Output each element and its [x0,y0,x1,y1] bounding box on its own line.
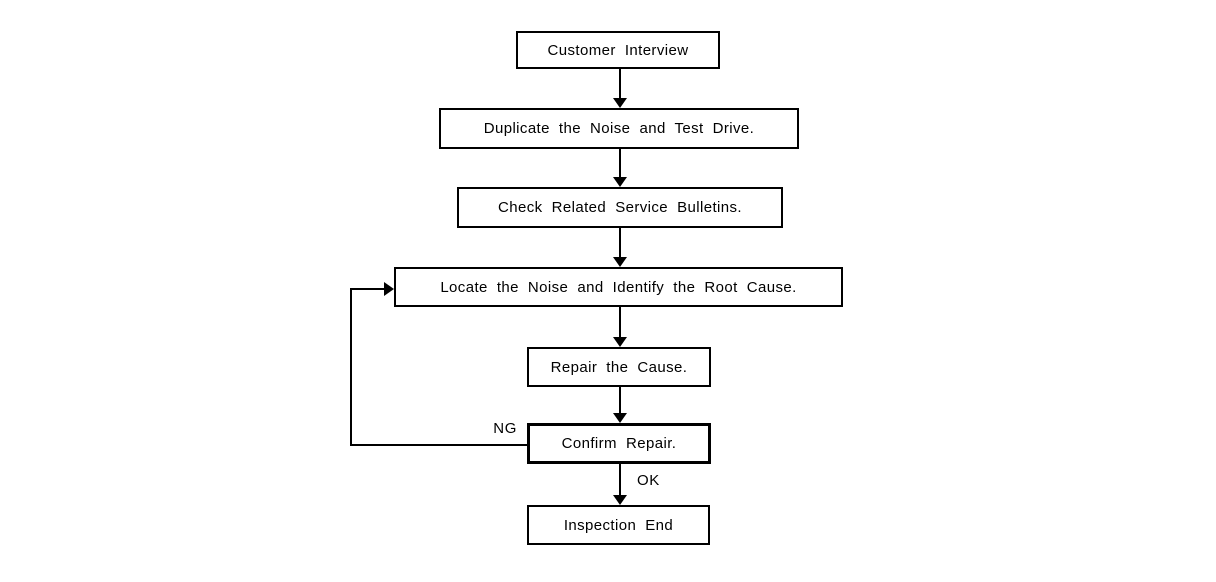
node-customer-interview: Customer Interview [516,31,720,69]
connector-check-to-locate [619,228,621,258]
arrowhead-down-icon [613,337,627,347]
loop-line-bottom [351,444,528,446]
arrowhead-down-icon [613,495,627,505]
connector-confirm-to-inspection [619,464,621,496]
node-locate-noise: Locate the Noise and Identify the Root C… [394,267,843,307]
arrowhead-down-icon [613,257,627,267]
loop-line-vertical [350,288,352,446]
arrowhead-down-icon [613,413,627,423]
connector-repair-to-confirm [619,387,621,414]
node-inspection-end: Inspection End [527,505,710,545]
arrowhead-right-icon [384,282,394,296]
node-repair-cause: Repair the Cause. [527,347,711,387]
edge-label-ok: OK [637,472,660,489]
node-confirm-repair: Confirm Repair. [527,423,711,464]
loop-line-top [351,288,385,290]
node-check-bulletins: Check Related Service Bulletins. [457,187,783,228]
edge-label-ng: NG [493,420,517,437]
arrowhead-down-icon [613,177,627,187]
connector-duplicate-to-check [619,149,621,178]
connector-locate-to-repair [619,307,621,338]
node-duplicate-noise: Duplicate the Noise and Test Drive. [439,108,799,149]
connector-customer-to-duplicate [619,69,621,99]
arrowhead-down-icon [613,98,627,108]
